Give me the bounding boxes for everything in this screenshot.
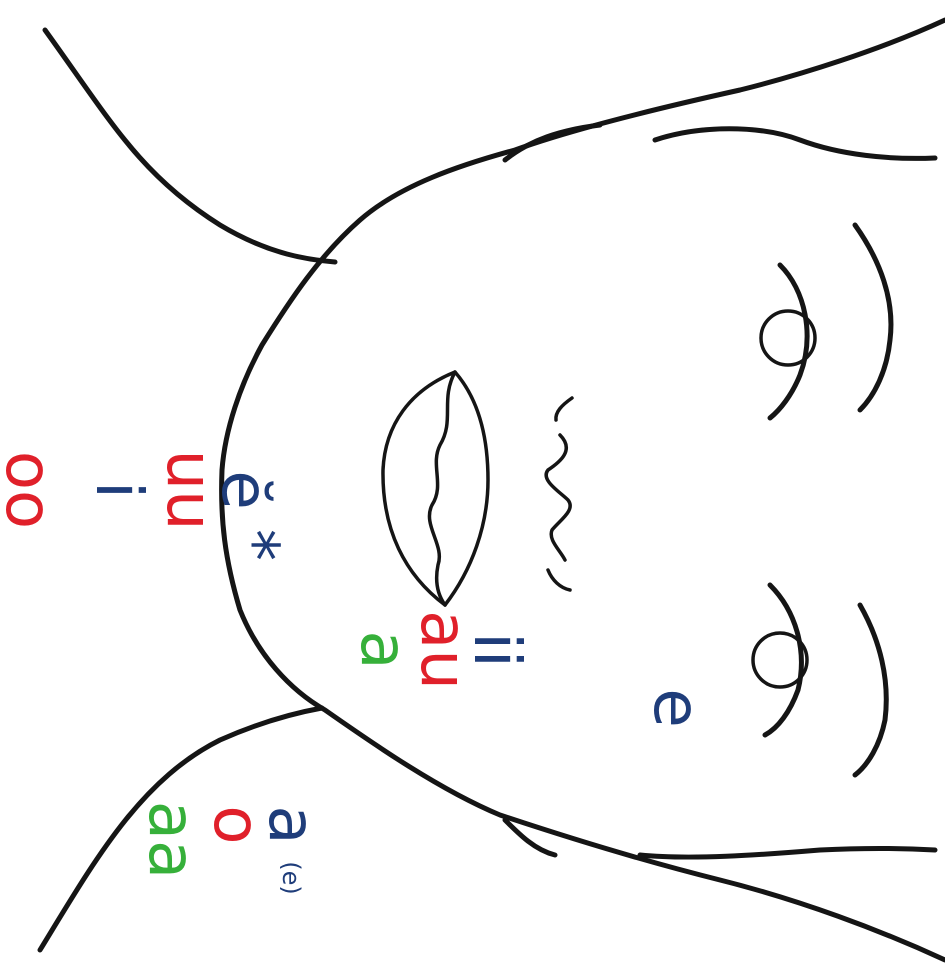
left-eyebrow <box>855 225 891 410</box>
svg-text:i: i <box>81 481 155 499</box>
svg-text:oo: oo <box>0 451 65 529</box>
right-eyebrow <box>855 605 886 775</box>
svg-text:ii: ii <box>459 632 533 668</box>
svg-text:e: e <box>639 688 713 727</box>
label-e-paren: (e) <box>277 861 305 895</box>
hair-left-stroke-2 <box>655 129 935 159</box>
svg-text:a: a <box>254 805 328 844</box>
svg-text:aa: aa <box>134 801 208 879</box>
right-eye-pupil <box>753 633 807 687</box>
head-outline <box>222 20 945 960</box>
nose-bridge <box>546 435 570 560</box>
nose-bottom <box>548 570 570 590</box>
label-ii: ii <box>459 632 533 668</box>
label-asterisk: * <box>217 529 291 561</box>
svg-text:ĕ: ĕ <box>207 470 281 509</box>
hair-right-stroke-2 <box>640 849 935 858</box>
label-i: i <box>81 481 155 499</box>
label-oo: oo <box>0 451 65 529</box>
left-shoulder-line <box>45 30 335 262</box>
lips-middle-line <box>429 372 455 605</box>
right-eye-lid <box>765 585 801 735</box>
label-e-breve: ĕ <box>207 470 281 509</box>
svg-text:*: * <box>217 529 291 561</box>
svg-text:(e): (e) <box>277 861 305 895</box>
label-aa: aa <box>134 801 208 879</box>
left-eye-lid <box>770 265 807 418</box>
nose-top <box>556 398 572 420</box>
label-e: e <box>639 688 713 727</box>
label-a-blue: a <box>254 805 328 844</box>
